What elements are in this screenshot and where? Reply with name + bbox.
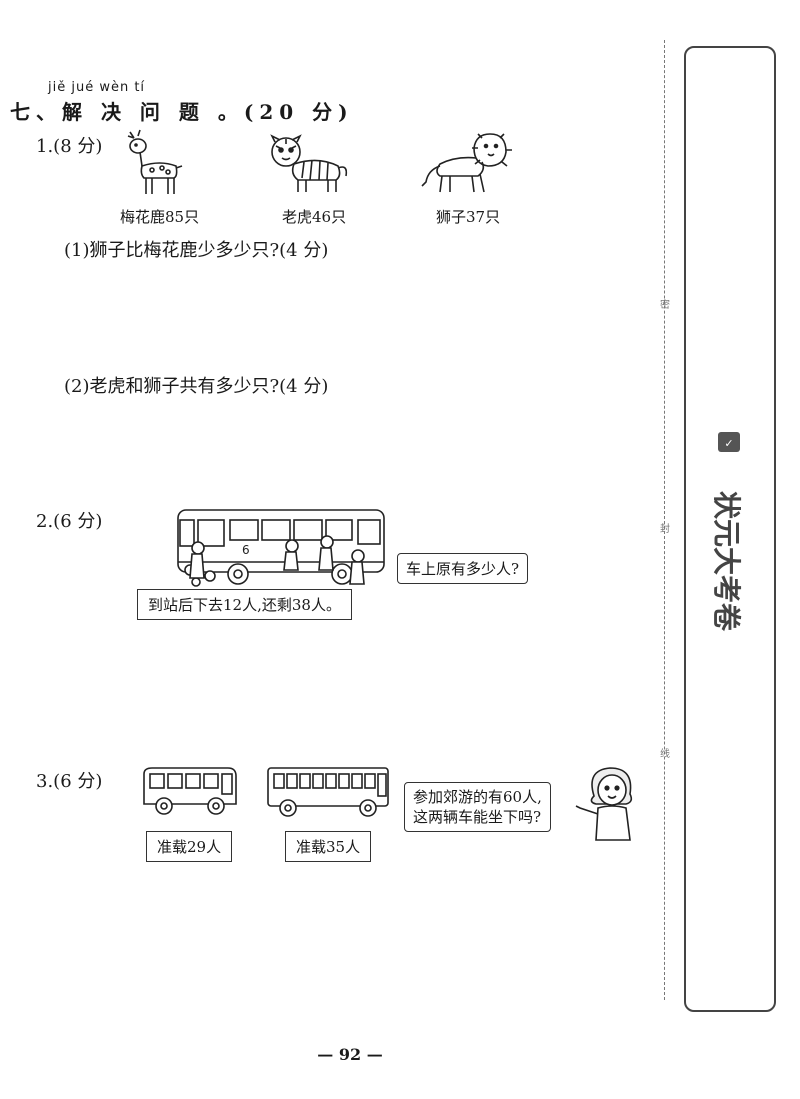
brand-logo: ✓ 状元大考卷 [704, 426, 754, 636]
animal-label-deer: 梅花鹿85只 [120, 208, 200, 226]
question-1-label: 1.(8 分) [36, 136, 103, 157]
section-pinyin: jiě jué wèn tí [48, 80, 146, 95]
side-panel [684, 46, 776, 1012]
animal-label-tiger: 老虎46只 [282, 208, 347, 226]
question-1-sub-2: (2)老虎和狮子共有多少只?(4 分) [64, 376, 329, 397]
question-2-speech-bubble: 车上原有多少人? [397, 553, 529, 584]
question-3-label: 3.(6 分) [36, 771, 103, 792]
brand-text: 状元大考卷 [710, 491, 743, 632]
bus-number: 6 [242, 543, 250, 557]
girl-icon [575, 762, 646, 842]
section-title: 七、解 决 问 题 。(20 分) [10, 100, 354, 124]
large-bus-caption: 准载35人 [285, 831, 372, 862]
binding-mark-line: 线 [660, 749, 670, 760]
tiger-icon [268, 134, 348, 198]
question-3-bubble-line-1: 参加郊游的有60人, [413, 788, 542, 806]
question-3-speech-bubble: 参加郊游的有60人, 这两辆车能坐下吗? [404, 782, 551, 832]
deer-icon [120, 129, 190, 200]
city-bus-illustration: 6 [172, 506, 392, 590]
lion-icon [420, 130, 520, 200]
small-bus-icon [140, 766, 240, 818]
page-number: — 92 — [317, 1045, 383, 1064]
animal-label-lion: 狮子37只 [436, 208, 501, 226]
binding-mark-seal: 密 [660, 300, 670, 311]
question-2-label: 2.(6 分) [36, 511, 103, 532]
binding-mark-envelope: 封 [660, 524, 670, 535]
svg-text:✓: ✓ [724, 437, 733, 450]
question-3-bubble-line-2: 这两辆车能坐下吗? [413, 808, 542, 826]
question-2-caption: 到站后下去12人,还剩38人。 [137, 589, 352, 620]
small-bus-caption: 准载29人 [146, 831, 233, 862]
large-bus-icon [266, 766, 392, 820]
binding-dashed-line [664, 40, 665, 1000]
question-1-sub-1: (1)狮子比梅花鹿少多少只?(4 分) [64, 240, 329, 261]
